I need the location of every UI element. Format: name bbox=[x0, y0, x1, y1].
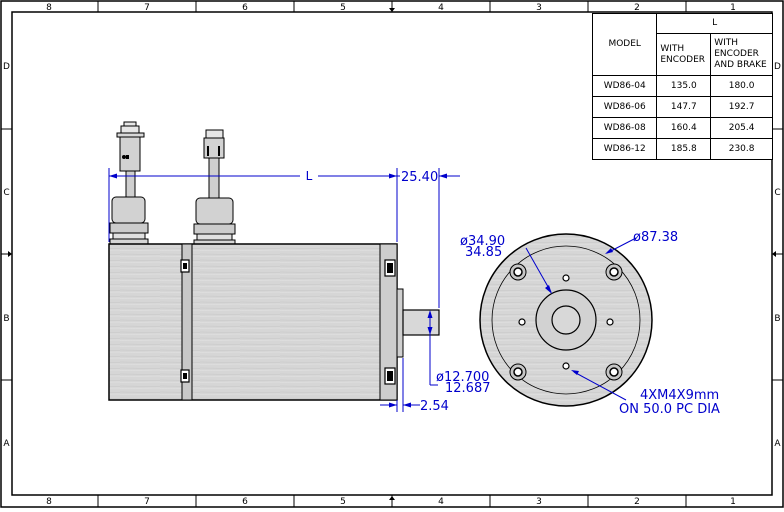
pilot bbox=[396, 288, 404, 358]
zone-row-left-D: D bbox=[3, 62, 10, 72]
side-dim-arrows bbox=[109, 173, 447, 408]
cell-brake: 205.4 bbox=[710, 117, 773, 139]
zone-col-bottom-5: 5 bbox=[340, 497, 346, 507]
zone-col-bottom-4: 4 bbox=[438, 497, 444, 507]
table-row: WD86-06 147.7 192.7 bbox=[591, 96, 773, 118]
cell-enc: 160.4 bbox=[656, 117, 712, 139]
dim-holes-pcd: ON 50.0 PC DIA bbox=[619, 402, 720, 417]
side-dimensions bbox=[108, 168, 460, 412]
zone-col-top-1: 1 bbox=[730, 3, 736, 13]
th-l: L bbox=[656, 13, 773, 34]
th-with-encoder: WITH ENCODER bbox=[656, 33, 712, 76]
cell-brake: 180.0 bbox=[710, 75, 773, 97]
cell-model: WD86-08 bbox=[591, 117, 658, 139]
dim-holes-spec: 4XM4X9mm bbox=[640, 388, 719, 403]
zone-row-right-A: A bbox=[774, 439, 781, 449]
dim-length-label: L bbox=[306, 169, 313, 183]
cell-brake: 192.7 bbox=[710, 96, 773, 118]
zone-col-top-4: 4 bbox=[438, 3, 444, 13]
encoder-flange bbox=[181, 243, 193, 401]
motor-front-view bbox=[479, 233, 653, 407]
dim-shaft-length: 25.40 bbox=[401, 170, 438, 185]
cable-connector-1 bbox=[109, 121, 149, 245]
zone-row-right-D: D bbox=[774, 62, 781, 72]
motor-side-view bbox=[108, 121, 440, 401]
dim-shaft-upper: ø12.700 bbox=[436, 370, 489, 385]
front-leader-arrows bbox=[545, 248, 613, 375]
zone-col-bottom-7: 7 bbox=[144, 497, 150, 507]
zone-col-bottom-6: 6 bbox=[242, 497, 248, 507]
cell-enc: 135.0 bbox=[656, 75, 712, 97]
m4-holes bbox=[518, 274, 614, 370]
zone-row-right-B: B bbox=[774, 314, 780, 324]
zone-col-bottom-2: 2 bbox=[634, 497, 640, 507]
model-length-table: MODEL L WITH ENCODER WITH ENCODER AND BR… bbox=[591, 13, 773, 160]
zone-col-bottom-8: 8 bbox=[46, 497, 52, 507]
cell-model: WD86-12 bbox=[591, 138, 658, 160]
cell-model: WD86-04 bbox=[591, 75, 658, 97]
zone-col-bottom-1: 1 bbox=[730, 497, 736, 507]
dim-body-diameter: ø87.38 bbox=[633, 230, 678, 245]
shaft-circle bbox=[551, 305, 581, 335]
table-row: WD86-12 185.8 230.8 bbox=[591, 138, 773, 160]
cell-model: WD86-06 bbox=[591, 96, 658, 118]
zone-labels: 8 7 6 5 4 3 2 1 8 7 6 5 4 3 2 1 D C B A … bbox=[3, 3, 781, 507]
zone-row-left-B: B bbox=[3, 314, 9, 324]
dim-shaft-lower: 12.687 bbox=[445, 381, 491, 396]
zone-col-top-5: 5 bbox=[340, 3, 346, 13]
th-with-encoder-brake: WITH ENCODER AND BRAKE bbox=[710, 33, 773, 76]
table-row: WD86-08 160.4 205.4 bbox=[591, 117, 773, 139]
zone-col-top-6: 6 bbox=[242, 3, 248, 13]
zone-row-right-C: C bbox=[774, 188, 780, 198]
motor-body bbox=[108, 243, 398, 401]
zone-col-top-2: 2 bbox=[634, 3, 640, 13]
cell-enc: 185.8 bbox=[656, 138, 712, 160]
cable-connector-2 bbox=[193, 129, 236, 246]
zone-col-top-3: 3 bbox=[536, 3, 542, 13]
zone-col-bottom-3: 3 bbox=[536, 497, 542, 507]
zone-col-top-8: 8 bbox=[46, 3, 52, 13]
zone-row-left-C: C bbox=[3, 188, 9, 198]
cell-enc: 147.7 bbox=[656, 96, 712, 118]
center-arrows bbox=[8, 8, 776, 500]
cell-brake: 230.8 bbox=[710, 138, 773, 160]
dim-pilot-lower: 34.85 bbox=[465, 245, 502, 260]
zone-col-top-7: 7 bbox=[144, 3, 150, 13]
zone-row-left-A: A bbox=[3, 439, 10, 449]
table-row: WD86-04 135.0 180.0 bbox=[591, 75, 773, 97]
dim-pilot-upper: ø34.90 bbox=[460, 234, 505, 249]
dim-flange-thickness: 2.54 bbox=[420, 399, 449, 414]
shaft bbox=[402, 309, 440, 336]
mount-hole-pairs bbox=[509, 263, 623, 381]
th-model: MODEL bbox=[591, 13, 658, 76]
